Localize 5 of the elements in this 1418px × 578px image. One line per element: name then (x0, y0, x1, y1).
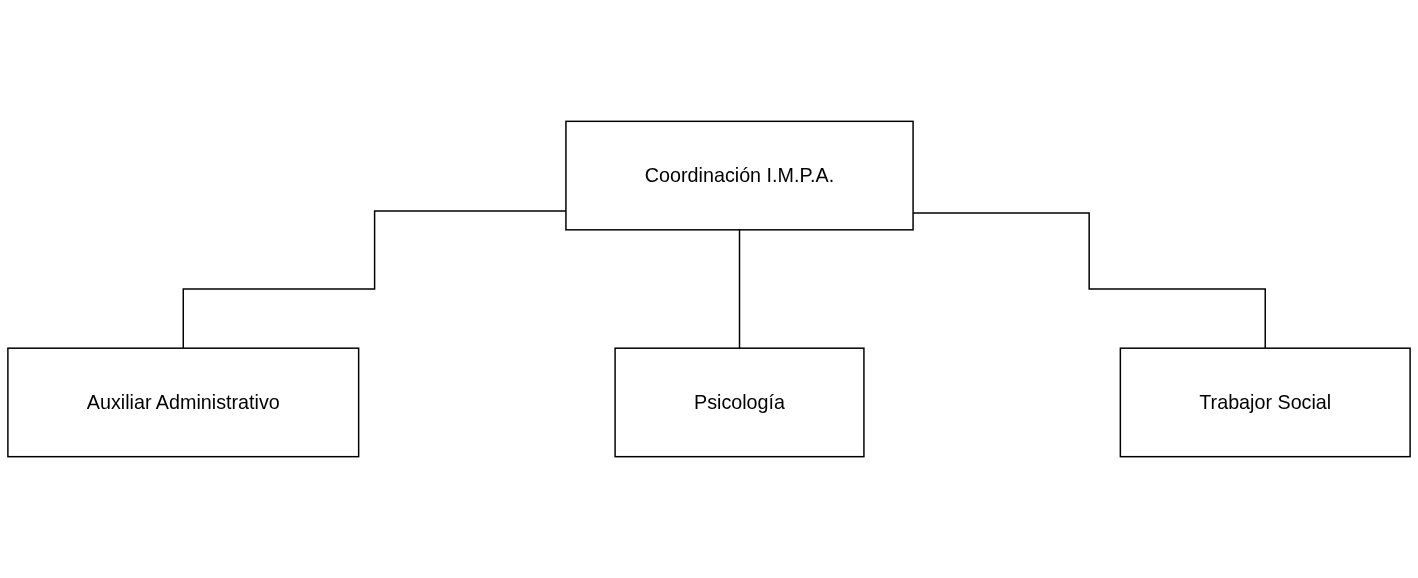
node-box: Coordinación I.M.P.A. (565, 120, 914, 231)
connector (738, 229, 741, 349)
node-box: Trabajor Social (1119, 347, 1411, 458)
node-box: Auxiliar Administrativo (7, 347, 360, 458)
node-box: Psicología (614, 347, 865, 458)
